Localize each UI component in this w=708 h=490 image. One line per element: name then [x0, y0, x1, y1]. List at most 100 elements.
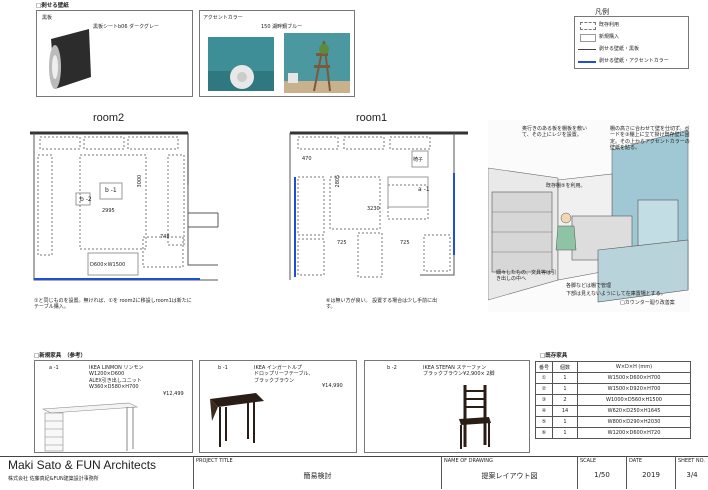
date-label: DATE [629, 458, 643, 464]
legend-item-accent: 剥せる壁紙・アクセントカラー [599, 58, 669, 64]
table-cell: W1000×D560×H1500 [577, 394, 691, 406]
table-cell: ① [535, 372, 553, 384]
date-cell: DATE 2019 [626, 456, 675, 489]
drawing-cell: NAME OF DRAWING 提案レイアウト図 [441, 456, 577, 489]
project-label: PROJECT TITLE [196, 458, 233, 464]
desk-linmon-image [41, 402, 139, 452]
existing-furniture-table: 番号 個数 W×D×H (mm) ① 1 W1500×D600×H700 ② 1… [535, 361, 691, 439]
furniture-code: b -2 [387, 365, 397, 371]
table-cell: ⑤ [535, 416, 553, 428]
wallpaper-accent-box: アクセントカラー 150 湖畔鋼ブルー [199, 10, 355, 97]
legend-title: 凡例 [595, 8, 609, 16]
floor-plan-drawing [30, 131, 468, 281]
legend-box: 既存利用 新規購入 剥せる壁紙・黒板 剥せる壁紙・アクセントカラー [574, 16, 689, 69]
furniture-code: a -1 [49, 365, 59, 371]
table-cell: 1 [552, 383, 578, 395]
wallpaper-base-label: 黒板 [42, 15, 53, 21]
accent-roll-image [208, 37, 274, 91]
furniture-name: IKEA インガートルプ ドロップリーフテーブル、 ブラックブラウン [254, 365, 314, 384]
wallpaper-base-name: 黒板シートb06 ダークグレー [93, 24, 159, 30]
sketch-note-register: 奥行きのある板を棚板を敷いて、その上にレジを設置。 [522, 126, 588, 139]
room2-note: ①と同じものを設置。無ければ、①を room2に移設しroom1は新たにテーブル… [34, 298, 192, 311]
sheet-label: SHEET NO. [678, 458, 705, 464]
new-furniture-title: □新規家具 （参考） [34, 353, 86, 359]
sketch-note-board: 棚の高さに合わせて壁を仕切ず。ボードを③棚上に立て掛け既存壁に固定。その上からア… [610, 126, 690, 151]
sketch-note-drawers: 細々したもの、文具等は引き出しの中へ [496, 270, 557, 283]
furniture-name: IKEA LINMON リンモン W1200×D600 ALEX引き出しユニット… [89, 365, 144, 390]
table-cell: 14 [552, 405, 578, 417]
table-header: W×D×H (mm) [577, 361, 691, 373]
drawing-label: NAME OF DRAWING [444, 458, 493, 464]
table-row: ② 1 W1500×D920×H700 [535, 383, 691, 395]
table-header: 番号 [535, 361, 553, 373]
table-ingatorp-image [210, 393, 264, 447]
room1-dim-725b: 725 [400, 240, 410, 246]
room2-dim-width: 2995 [102, 208, 115, 214]
blackboard-roll-image [49, 29, 91, 89]
sketch-note-storage: 下部は見えないようにして在庫置場とする。 [566, 291, 666, 297]
room1-chair-label: 椅子 [413, 157, 424, 163]
room2-dim-height: 3000 [137, 174, 144, 188]
scale-label: SCALE [580, 458, 597, 464]
room2-table-b1: b -1 [105, 187, 117, 194]
table-cell: W1500×D920×H700 [577, 383, 691, 395]
wallpaper-accent-label: アクセントカラー [203, 15, 243, 21]
furniture-card-b1: b -1 IKEA インガートルプ ドロップリーフテーブル、 ブラックブラウン … [199, 360, 357, 453]
table-cell: 2 [552, 394, 578, 406]
table-cell: 1 [552, 416, 578, 428]
furniture-price: ¥14,990 [322, 383, 343, 389]
room1-dim-725a: 725 [337, 240, 347, 246]
room1-note: ⑥は無い方が良い。 設置する場合は少し手前に出す。 [326, 298, 438, 311]
sketch-caption: □カウンター廻り改善案 [620, 300, 675, 306]
sheet-cell: SHEET NO. 3/4 [675, 456, 708, 489]
table-row: ④ 14 W620×D250×H1645 [535, 405, 691, 417]
room1-desk-a1: a -1 [418, 186, 430, 193]
room2-chair-b2: b -2 [80, 196, 92, 203]
drawing-name: 提案レイアウト図 [481, 472, 538, 480]
table-header: 個数 [552, 361, 578, 373]
furniture-code: b -1 [218, 365, 228, 371]
room2-table-size: D600×W1500 [90, 262, 126, 268]
room2-dim-748: 748 [160, 234, 170, 240]
table-cell: ② [535, 383, 553, 395]
scale-value: 1/50 [594, 471, 610, 479]
table-cell: ⑥ [535, 427, 553, 439]
furniture-name: IKEA STEFAN ステーファン ブラックブラウン¥2,900× 2脚 [423, 365, 495, 378]
room1-dim-3230: 3230 [367, 206, 380, 212]
date-value: 2019 [642, 471, 660, 479]
table-cell: W1500×D600×H700 [577, 372, 691, 384]
table-row: ① 1 W1500×D600×H700 [535, 372, 691, 384]
table-row: ⑤ 1 W800×D290×H2030 [535, 416, 691, 428]
room1-dim-2805: 2805 [335, 174, 342, 188]
sketch-note-legs: 各脚などは棚で管理 [566, 283, 612, 289]
firm-name-en: Maki Sato & FUN Architects [8, 458, 157, 472]
firm-name-jp: 株式会社 佐藤真紀&FUN建築設計事務所 [8, 476, 99, 482]
legend-accent-line [578, 61, 596, 63]
sketch-note-shelf: 既存棚⑤を利用。 [546, 183, 586, 189]
table-cell: ④ [535, 405, 553, 417]
legend-blackboard-line [578, 49, 596, 50]
wallpaper-accent-name: 150 湖畔鋼ブルー [261, 24, 303, 30]
table-cell: W1200×D600×H720 [577, 427, 691, 439]
legend-item-existing: 既存利用 [599, 22, 620, 28]
furniture-price: ¥12,499 [163, 391, 184, 397]
legend-existing-swatch [580, 22, 596, 30]
legend-new-swatch [580, 34, 596, 42]
table-cell: 1 [552, 427, 578, 439]
table-header-row: 番号 個数 W×D×H (mm) [535, 361, 691, 373]
table-cell: 1 [552, 372, 578, 384]
wallpaper-section-title: □剥せる壁紙 [36, 3, 69, 9]
room1-dim-470: 470 [302, 156, 312, 162]
legend-item-new: 新規購入 [599, 34, 620, 40]
furniture-card-b2: b -2 IKEA STEFAN ステーファン ブラックブラウン¥2,900× … [364, 360, 530, 453]
wallpaper-base-box: 黒板 黒板シートb06 ダークグレー [36, 10, 193, 97]
project-title: 簡易検討 [303, 472, 332, 480]
sheet-number: 3/4 [686, 471, 698, 479]
table-row: ⑥ 1 W1200×D600×H720 [535, 427, 691, 439]
project-cell: PROJECT TITLE 簡易検討 [193, 456, 441, 489]
legend-item-blackboard: 剥せる壁紙・黒板 [599, 46, 640, 52]
table-cell: ③ [535, 394, 553, 406]
room2-title: room2 [93, 112, 125, 124]
accent-room-photo [284, 33, 350, 93]
chair-stefan-image [459, 385, 491, 449]
